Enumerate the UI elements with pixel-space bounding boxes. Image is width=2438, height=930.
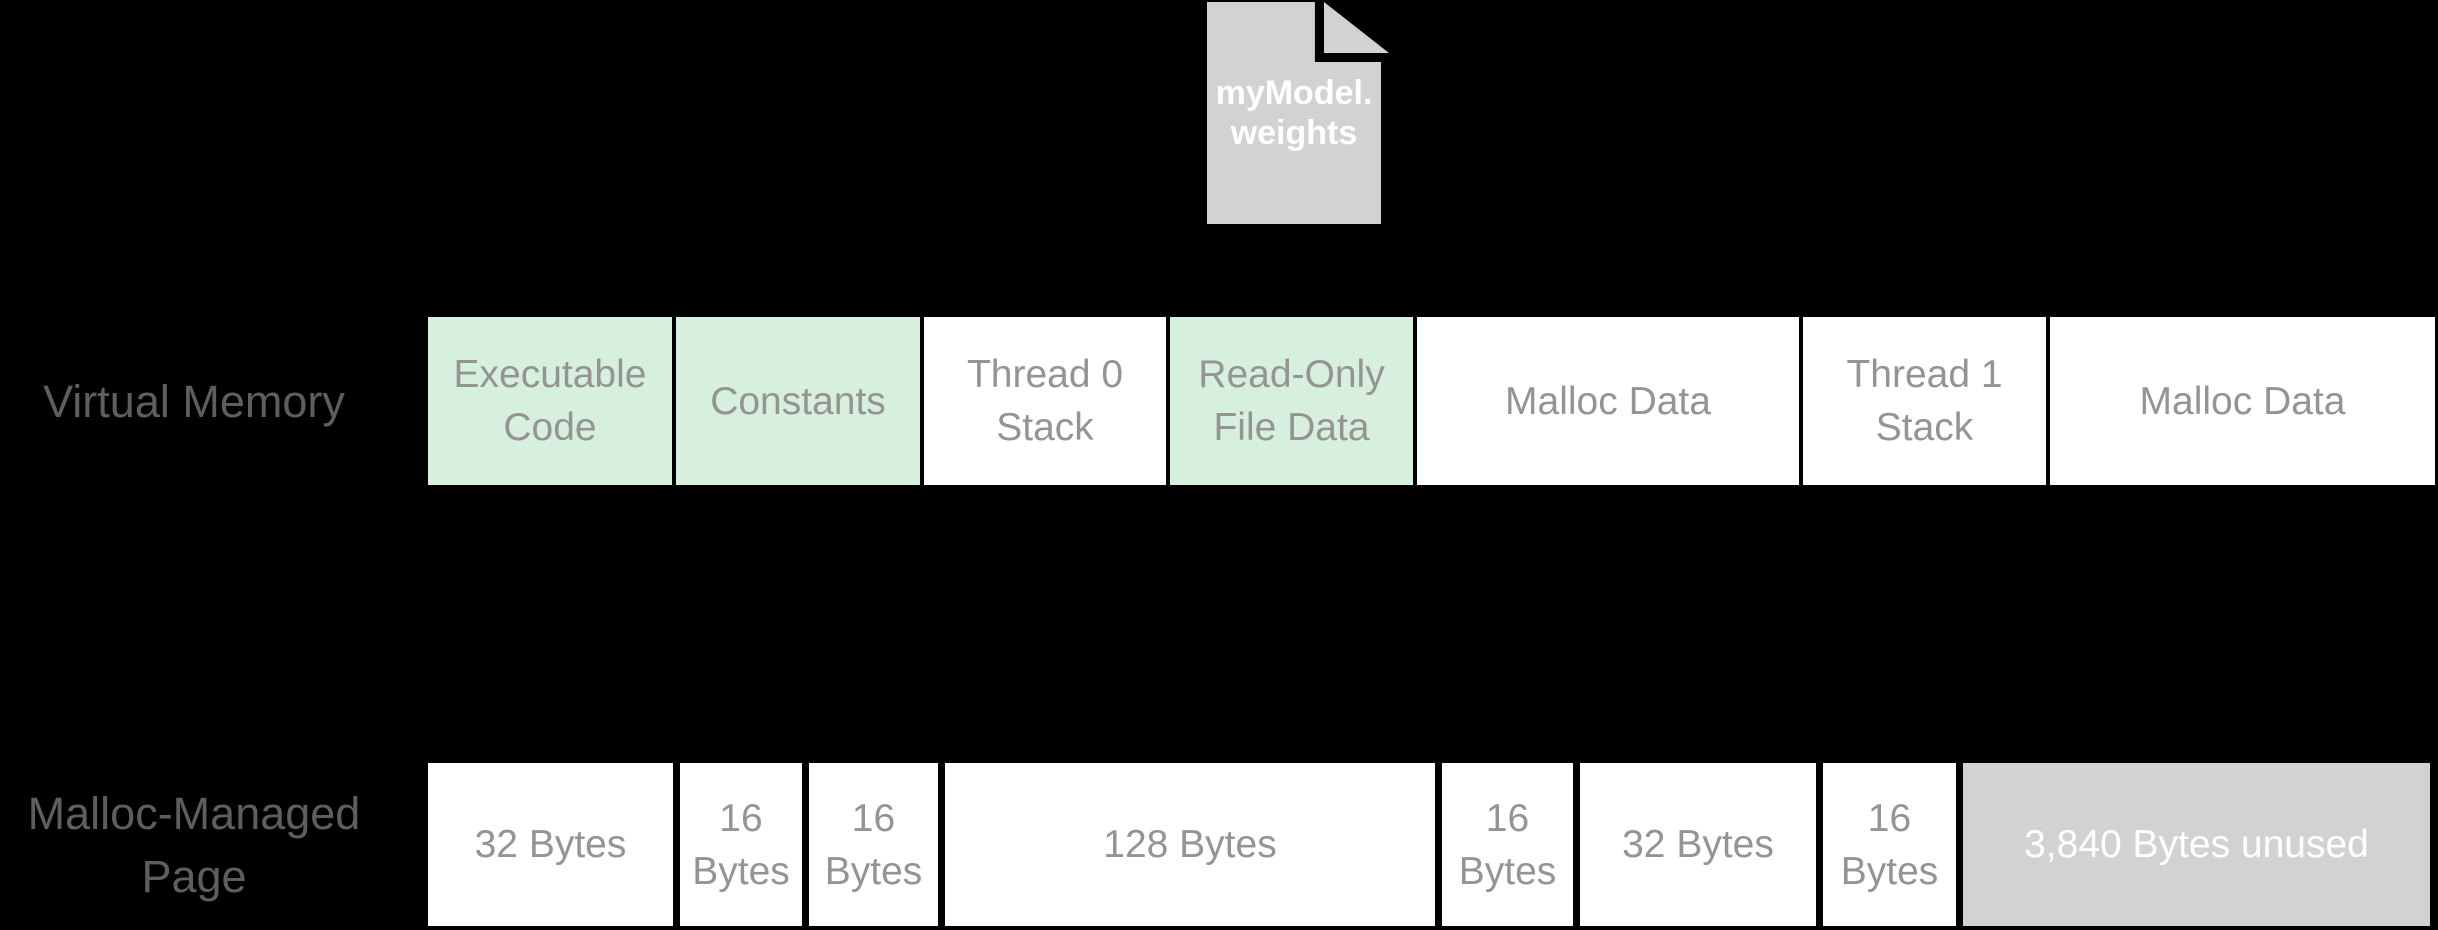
- malloc-page-blocks: 32 Bytes 16 Bytes 16 Bytes 128 Bytes 16 …: [428, 763, 2430, 926]
- block-32-bytes-1: 32 Bytes: [428, 763, 673, 926]
- virtual-memory-row: Virtual Memory Executable Code Constants…: [0, 317, 2438, 485]
- block-128-bytes: 128 Bytes: [945, 763, 1435, 926]
- segment-malloc-data-1: Malloc Data: [1417, 317, 1799, 485]
- virtual-memory-segments: Executable Code Constants Thread 0 Stack…: [428, 317, 2435, 485]
- file-name-line1: myModel.: [1215, 74, 1373, 112]
- file-icon-fold-corner: [1324, 2, 1389, 53]
- block-unused-bytes: 3,840 Bytes unused: [1963, 763, 2430, 926]
- malloc-page-row-label: Malloc-Managed Page: [27, 787, 361, 902]
- file-icon: myModel. weights: [1207, 2, 1389, 224]
- segment-constants: Constants: [676, 317, 920, 485]
- segment-malloc-data-2: Malloc Data: [2050, 317, 2435, 485]
- block-32-bytes-2: 32 Bytes: [1580, 763, 1816, 926]
- file-name-label: myModel. weights: [1207, 73, 1381, 153]
- block-16-bytes-3: 16 Bytes: [1442, 763, 1573, 926]
- block-16-bytes-1: 16 Bytes: [680, 763, 802, 926]
- malloc-page-row: Malloc-Managed Page 32 Bytes 16 Bytes 16…: [0, 763, 2438, 926]
- segment-thread0-stack: Thread 0 Stack: [924, 317, 1166, 485]
- block-16-bytes-4: 16 Bytes: [1823, 763, 1956, 926]
- file-name-line2: weights: [1230, 114, 1358, 152]
- block-16-bytes-2: 16 Bytes: [809, 763, 938, 926]
- segment-readonly-file-data: Read-Only File Data: [1170, 317, 1413, 485]
- virtual-memory-row-label: Virtual Memory: [43, 375, 345, 427]
- segment-executable-code: Executable Code: [428, 317, 672, 485]
- segment-thread1-stack: Thread 1 Stack: [1803, 317, 2046, 485]
